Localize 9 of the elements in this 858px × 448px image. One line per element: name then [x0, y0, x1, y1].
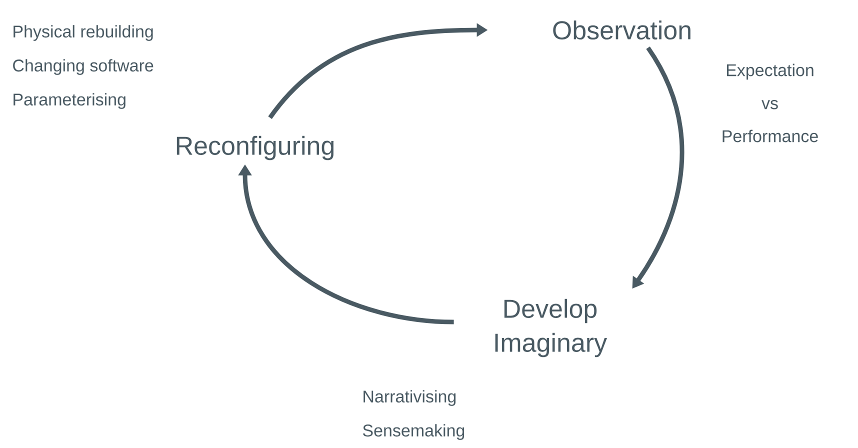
stage-label: Develop Imaginary	[495, 298, 608, 358]
stage-label: Observation	[553, 20, 690, 40]
activity-text: Narrativising	[364, 390, 456, 406]
activity-text: Physical rebuilding	[14, 25, 153, 41]
edge-label: Expectation vs Performance	[722, 64, 818, 142]
activity-text: Parameterising	[14, 93, 126, 109]
activity-text: Sensemaking	[362, 424, 464, 440]
stage-label: Reconfiguring	[176, 136, 334, 160]
activity-text: Changing software	[13, 59, 154, 75]
